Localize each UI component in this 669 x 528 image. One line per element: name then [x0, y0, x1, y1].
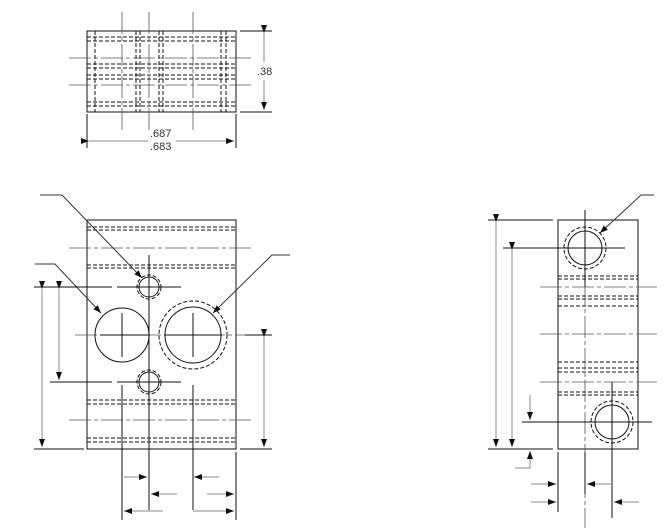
front-view [34, 194, 290, 520]
side-view [488, 194, 657, 528]
dim-width-lower: .683 [150, 141, 171, 153]
top-view: .38 .687 .683 [69, 12, 272, 153]
dim-height-top: .38 [257, 66, 272, 78]
dim-width-upper: .687 [150, 128, 171, 140]
